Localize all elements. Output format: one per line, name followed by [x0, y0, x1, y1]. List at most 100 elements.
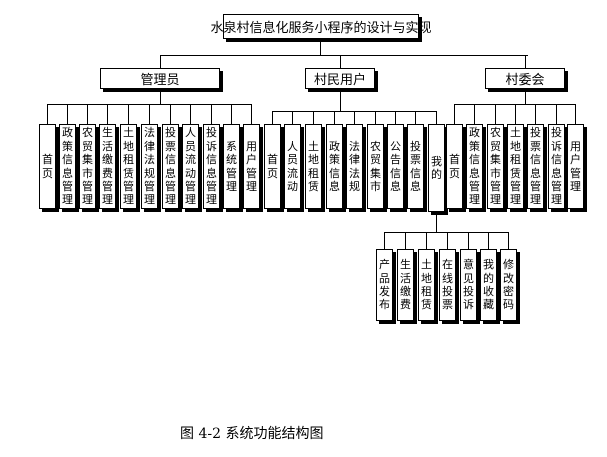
box-char: 律: [144, 139, 155, 153]
box-char: 首: [42, 153, 53, 167]
box-char: 用: [570, 139, 581, 153]
box-char: 告: [390, 153, 401, 167]
box-char: 票: [442, 298, 453, 312]
sub-function-box-4: 意见投诉: [460, 249, 477, 321]
function-box-0-7: 人员流动管理: [182, 124, 199, 209]
box-char: 票: [165, 139, 176, 153]
box-char: 系: [226, 139, 237, 153]
box-char: 生: [102, 126, 113, 140]
box-char: 策: [62, 139, 73, 153]
leaf-drop-1-3: [334, 111, 335, 125]
box-char: 管: [246, 166, 257, 180]
sub-function-box-0: 产品发布: [376, 249, 393, 321]
box-char: 信: [551, 153, 562, 167]
level2-bus: [160, 55, 528, 56]
function-box-2-4: 投票信息管理: [527, 124, 544, 209]
level2-drop-2: [525, 55, 526, 69]
box-char: 统: [226, 153, 237, 167]
box-char: 诉: [551, 139, 562, 153]
box-char: 律: [349, 153, 360, 167]
box-char: 理: [570, 179, 581, 193]
box-char: 赁: [421, 298, 432, 312]
box-char: 信: [469, 153, 480, 167]
leaf-drop-2-5: [556, 104, 557, 125]
box-char: 理: [123, 193, 134, 207]
box-char: 管: [490, 179, 501, 193]
leaf-drop-2-4: [535, 104, 536, 125]
box-char: 流: [185, 153, 196, 167]
function-box-1-3: 政策信息: [326, 124, 343, 209]
function-box-0-1: 政策信息管理: [59, 124, 76, 209]
function-box-0-4: 土地租赁管理: [120, 124, 137, 209]
box-char: 赁: [510, 166, 521, 180]
box-char: 信: [165, 153, 176, 167]
box-char: 费: [102, 166, 113, 180]
box-char: 投: [165, 126, 176, 140]
box-char: 页: [42, 166, 53, 180]
box-char: 缴: [400, 285, 411, 298]
leaf-drop-2-1: [474, 104, 475, 125]
box-char: 页: [267, 166, 278, 180]
box-char: 息: [469, 166, 480, 180]
box-char: 法: [144, 126, 155, 140]
leaf-drop-0-6: [170, 104, 171, 125]
box-char: 理: [226, 179, 237, 193]
box-char: 人: [287, 139, 298, 153]
sub-function-box-3: 在线投票: [439, 249, 456, 321]
group-stem-1: [340, 89, 341, 112]
leaf-drop-0-3: [107, 104, 108, 125]
sub-drop-2: [426, 232, 427, 250]
box-char: 收: [483, 285, 494, 298]
box-char: 集: [490, 153, 501, 167]
function-box-2-2: 农贸集市管理: [487, 124, 504, 209]
sub-stem: [436, 212, 437, 233]
box-char: 农: [82, 126, 93, 140]
leaf-drop-2-2: [495, 104, 496, 125]
box-char: 集: [82, 153, 93, 167]
function-box-2-6: 用户管理: [567, 124, 584, 209]
box-char: 息: [165, 166, 176, 180]
box-char: 修: [503, 258, 514, 272]
box-char: 政: [62, 126, 73, 140]
box-char: 管: [165, 179, 176, 193]
function-box-0-6: 投票信息管理: [162, 124, 179, 209]
sub-drop-5: [488, 232, 489, 250]
box-char: 户: [246, 153, 257, 167]
box-char: 策: [329, 153, 340, 167]
box-char: 农: [490, 126, 501, 140]
box-char: 信: [62, 153, 73, 167]
box-char: 页: [449, 166, 460, 180]
box-char: 首: [449, 153, 460, 167]
box-char: 理: [144, 193, 155, 207]
box-char: 理: [102, 193, 113, 207]
sub-function-box-5: 我的收藏: [480, 249, 497, 321]
box-char: 的: [483, 271, 494, 285]
box-char: 土: [510, 126, 521, 140]
sub-drop-3: [447, 232, 448, 250]
leaf-drop-1-0: [272, 111, 273, 125]
box-char: 管: [570, 166, 581, 180]
sub-drop-4: [468, 232, 469, 250]
function-box-1-7: 投票信息: [407, 124, 424, 209]
function-box-1-1: 人员流动: [284, 124, 301, 209]
box-char: 在: [442, 258, 453, 272]
box-char: 我: [431, 154, 442, 168]
box-char: 管: [144, 179, 155, 193]
box-char: 息: [206, 166, 217, 180]
box-char: 集: [370, 166, 381, 180]
group-box-1: 管理员: [100, 68, 220, 89]
leaf-drop-1-4: [354, 111, 355, 125]
leaf-drop-0-8: [211, 104, 212, 125]
box-char: 投: [206, 126, 217, 140]
leaf-drop-1-7: [415, 111, 416, 125]
box-char: 投: [463, 285, 474, 298]
leaf-drop-2-3: [515, 104, 516, 125]
box-char: 规: [349, 179, 360, 193]
leaf-drop-0-0: [47, 104, 48, 125]
box-char: 公: [390, 139, 401, 153]
box-char: 员: [185, 139, 196, 153]
box-char: 员: [287, 153, 298, 167]
sub-function-box-1: 生活缴费: [397, 249, 414, 321]
box-char: 地: [123, 139, 134, 153]
leaf-drop-1-6: [395, 111, 396, 125]
